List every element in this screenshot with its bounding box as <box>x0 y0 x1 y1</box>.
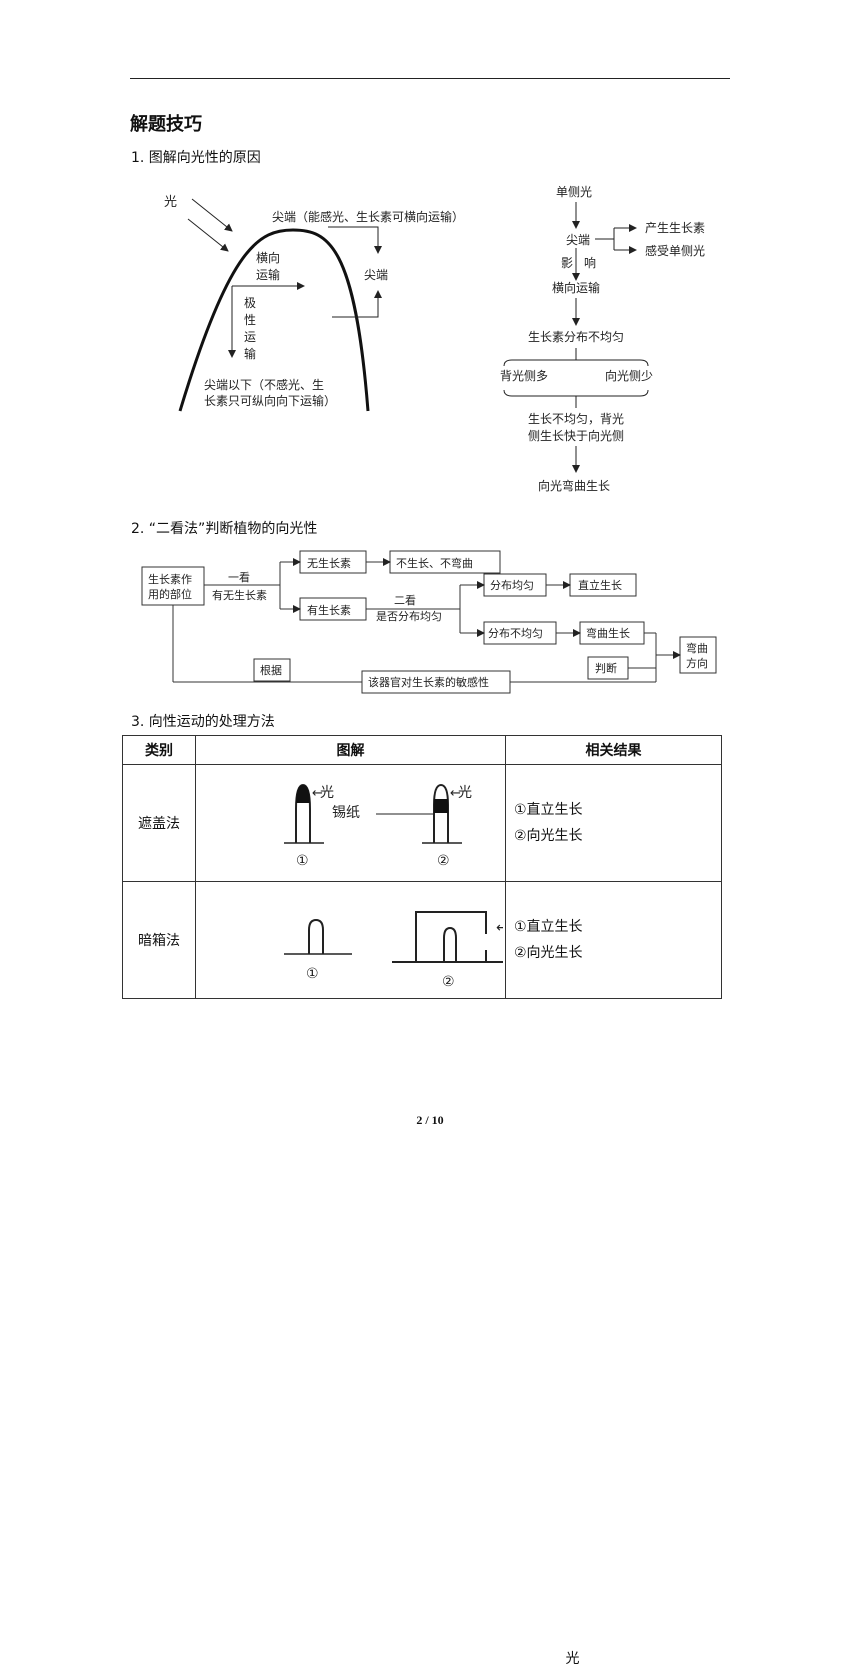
cover-light-1: 光 <box>320 785 334 801</box>
cover-result-2: ②向光生长 <box>514 828 583 844</box>
dark-num-2: ② <box>442 974 455 990</box>
polar-char-1: 极 <box>244 296 256 310</box>
light-label: 光 <box>164 195 177 210</box>
dark-result-2: ②向光生长 <box>514 945 583 961</box>
even-distribution: 分布均匀 <box>490 579 534 592</box>
header-diagram: 图解 <box>195 735 506 765</box>
no-growth: 不生长、不弯曲 <box>396 556 473 570</box>
cover-method-diagram: 光 锡纸 光 ① ② ← ← <box>284 783 472 869</box>
look2-b: 是否分布均匀 <box>376 610 442 623</box>
basis-label: 根据 <box>260 663 282 677</box>
back-side-more: 背光侧多 <box>500 369 548 383</box>
below-tip-1: 尖端以下（不感光、生 <box>204 377 324 392</box>
lateral-label-1: 横向 <box>256 250 280 265</box>
no-auxin: 无生长素 <box>307 556 351 570</box>
influence-2: 响 <box>584 255 596 270</box>
has-auxin: 有生长素 <box>307 603 351 617</box>
uneven-distribution: 生长素分布不均匀 <box>528 330 624 344</box>
section2-title: 2. “二看法”判断植物的向光性 <box>131 521 318 537</box>
header-rule <box>130 78 730 79</box>
unilateral-light: 单侧光 <box>556 185 592 199</box>
lateral-transport: 横向运输 <box>552 280 600 295</box>
dark-num-1: ① <box>306 966 319 982</box>
bend-toward-light: 向光弯曲生长 <box>538 478 610 493</box>
cover-num-2: ② <box>437 853 450 869</box>
direction-1: 弯曲 <box>686 641 708 655</box>
tip-note: 尖端（能感光、生长素可横向运输） <box>272 209 464 224</box>
site-2: 用的部位 <box>148 587 192 601</box>
polar-char-2: 性 <box>244 313 256 327</box>
dark-box-diagram: ① ← ② <box>284 911 508 990</box>
table-header-row: 类别 图解 相关结果 <box>122 735 722 765</box>
section3-title: 3. 向性运动的处理方法 <box>131 714 275 730</box>
section1-title: 1. 图解向光性的原因 <box>131 150 261 166</box>
coleoptile-outline <box>178 228 370 412</box>
two-look-flowchart: 生长素作 用的部位 一看 有无生长素 无生长素 不生长、不弯曲 有生长素 二看 … <box>141 550 717 694</box>
front-side-less: 向光侧少 <box>605 368 653 383</box>
phototropism-left-diagram: 光 尖端（能感光、生长素可横向运输） 尖端 横向 运输 极 性 运 输 尖端以下… <box>164 195 464 412</box>
category-dark-box: 暗箱法 <box>122 881 196 999</box>
polar-char-3: 运 <box>244 330 256 344</box>
cover-light-2: 光 <box>458 785 472 801</box>
light-arrow-1 <box>191 198 233 232</box>
table-row: 暗箱法 ① ← ② 光 ①直立生长 ②向光生长 <box>122 881 722 1667</box>
dark-light-label: 光 <box>565 1650 580 1667</box>
dark-result-1: ①直立生长 <box>514 919 583 935</box>
table-row: 遮盖法 光 锡纸 光 ① ② ← ← ①直立生长 ②向光生长 <box>122 764 722 882</box>
judge-label: 判断 <box>595 661 617 675</box>
tip-note-arrow <box>328 226 382 254</box>
svg-text:←: ← <box>312 786 323 801</box>
dark-results: ①直立生长 ②向光生长 <box>505 881 722 999</box>
tip-return-arrow <box>332 290 382 318</box>
header-results: 相关结果 <box>505 735 722 765</box>
tip-node: 尖端 <box>566 233 590 247</box>
cover-results: ①直立生长 ②向光生长 <box>505 764 722 882</box>
uneven-distribution-2: 分布不均匀 <box>488 627 543 640</box>
look1-b: 有无生长素 <box>212 588 267 602</box>
growth-uneven-1: 生长不均匀，背光 <box>528 412 624 426</box>
upright-growth: 直立生长 <box>578 578 622 592</box>
tip-label: 尖端 <box>364 268 388 282</box>
tropism-methods-table: 类别 图解 相关结果 遮盖法 光 锡纸 光 ① ② ← ← <box>122 735 722 1667</box>
site-1: 生长素作 <box>148 572 192 586</box>
cover-result-1: ①直立生长 <box>514 802 583 818</box>
svg-text:←: ← <box>450 786 461 801</box>
produce-auxin: 产生生长素 <box>645 221 705 235</box>
foil-label: 锡纸 <box>332 805 360 821</box>
direction-2: 方向 <box>686 656 708 670</box>
phototropism-flowchart: 单侧光 尖端 产生生长素 感受单侧光 影 响 横向运输 生长素分布不均匀 背光侧… <box>500 185 705 493</box>
light-arrow-2 <box>187 218 229 252</box>
category-cover: 遮盖法 <box>122 764 196 882</box>
bend-growth: 弯曲生长 <box>586 626 630 640</box>
look2-a: 二看 <box>394 593 416 607</box>
polar-char-4: 输 <box>244 346 256 361</box>
cover-num-1: ① <box>296 853 309 869</box>
page-heading: 解题技巧 <box>130 114 202 135</box>
sensitivity-label: 该器官对生长素的敏感性 <box>368 675 489 689</box>
header-category: 类别 <box>122 735 196 765</box>
svg-text:←: ← <box>496 920 503 936</box>
growth-uneven-2: 侧生长快于向光侧 <box>528 428 624 443</box>
lateral-label-2: 运输 <box>256 267 280 282</box>
below-tip-2: 长素只可纵向向下运输） <box>204 393 336 408</box>
sense-light: 感受单侧光 <box>645 243 705 258</box>
look1-a: 一看 <box>228 570 250 584</box>
page-number: 2 / 10 <box>416 1113 444 1127</box>
influence-1: 影 <box>561 256 573 270</box>
